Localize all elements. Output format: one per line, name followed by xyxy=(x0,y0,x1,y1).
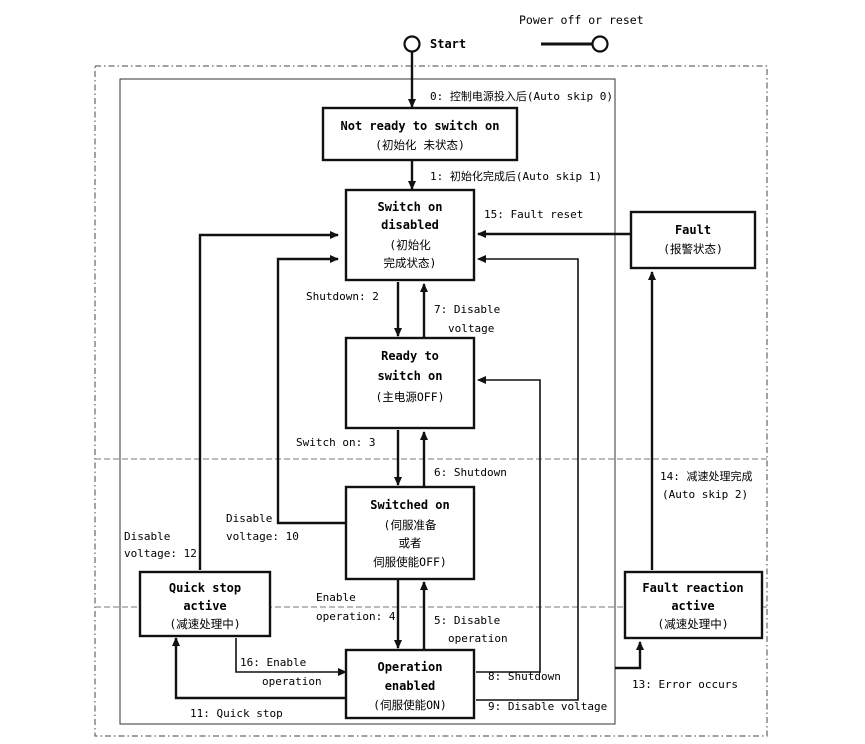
state-subtitle: (减速处理中) xyxy=(169,617,240,631)
state-fault-reaction-active: Fault reaction active (减速处理中) xyxy=(623,570,764,640)
transition-label-7b: voltage xyxy=(448,322,494,335)
state-subtitle: (伺服使能ON) xyxy=(373,698,447,712)
state-title: Fault xyxy=(675,223,711,237)
transition-label-4b: operation: 4 xyxy=(316,610,396,623)
arrow-t8 xyxy=(476,376,541,673)
arrow-t16 xyxy=(235,638,347,676)
transition-label-1: 1: 初始化完成后(Auto skip 1) xyxy=(430,169,602,183)
state-title-line1: Switch on xyxy=(377,200,442,214)
transition-label-9: 9: Disable voltage xyxy=(488,700,607,713)
transition-label-0: 0: 控制电源投入后(Auto skip 0) xyxy=(430,89,613,103)
transition-label-15: 15: Fault reset xyxy=(484,208,583,221)
transition-label-12b: voltage: 12 xyxy=(124,547,197,560)
transition-label-8: 8: Shutdown xyxy=(488,670,561,683)
state-subtitle-line1: (初始化 xyxy=(389,238,431,252)
state-ready-to-switch-on: Ready to switch on (主电源OFF) xyxy=(344,336,476,430)
legend-end-node-icon xyxy=(591,35,609,53)
arrow-t10 xyxy=(276,255,348,525)
legend-text: Power off or reset xyxy=(519,13,644,27)
state-title-line1: Fault reaction xyxy=(642,581,743,595)
state-switched-on: Switched on (伺服准备 或者 伺服使能OFF) xyxy=(344,485,476,581)
state-operation-enabled: Operation enabled (伺服使能ON) xyxy=(344,648,476,720)
transition-label-3: Switch on: 3 xyxy=(296,436,375,449)
inner-frame xyxy=(119,78,616,725)
state-subtitle-line2: 完成状态) xyxy=(384,256,437,270)
transition-label-7a: 7: Disable xyxy=(434,303,500,316)
state-fault: Fault (报警状态) xyxy=(629,210,757,270)
transition-label-5a: 5: Disable xyxy=(434,614,500,627)
arrow-t11 xyxy=(172,637,348,700)
state-title: Not ready to switch on xyxy=(341,119,500,133)
transition-label-5b: operation xyxy=(448,632,508,645)
transition-label-16b: operation xyxy=(262,675,322,688)
state-title-line1: Quick stop xyxy=(169,581,241,595)
state-subtitle: (报警状态) xyxy=(663,242,723,256)
state-subtitle: (初始化 未状态) xyxy=(375,138,465,152)
state-subtitle: (主电源OFF) xyxy=(375,390,444,404)
transition-label-10b: voltage: 10 xyxy=(226,530,299,543)
transition-label-2: Shutdown: 2 xyxy=(306,290,379,303)
state-subtitle: (减速处理中) xyxy=(657,617,728,631)
transition-label-16a: 16: Enable xyxy=(240,656,306,669)
transition-label-4a: Enable xyxy=(316,591,356,604)
arrow-t12 xyxy=(198,231,339,570)
state-title-line2: switch on xyxy=(377,369,442,383)
state-switch-on-disabled: Switch on disabled (初始化 完成状态) xyxy=(344,188,476,282)
state-subtitle-line1: (伺服准备 xyxy=(384,518,437,532)
state-subtitle-line2: 或者 xyxy=(399,536,422,550)
arrow-t13 xyxy=(615,641,644,670)
state-title-line1: Operation xyxy=(377,660,442,674)
state-title-line2: disabled xyxy=(381,218,439,232)
state-title: Switched on xyxy=(370,498,449,512)
state-quick-stop-active: Quick stop active (减速处理中) xyxy=(138,570,272,638)
transition-label-12a: Disable xyxy=(124,530,170,543)
state-title-line2: enabled xyxy=(385,679,436,693)
transition-label-10a: Disable xyxy=(226,512,272,525)
state-title-line1: Ready to xyxy=(381,349,439,363)
transition-label-6: 6: Shutdown xyxy=(434,466,507,479)
transition-label-14b: (Auto skip 2) xyxy=(662,488,748,501)
state-subtitle-line3: 伺服使能OFF) xyxy=(373,555,447,569)
start-node-icon xyxy=(403,35,421,53)
transition-label-11: 11: Quick stop xyxy=(190,707,283,720)
transition-label-13: 13: Error occurs xyxy=(632,678,738,691)
state-title-line2: active xyxy=(183,599,226,613)
state-title-line2: active xyxy=(671,599,714,613)
start-label: Start xyxy=(430,37,466,51)
transition-label-14a: 14: 减速处理完成 xyxy=(660,469,753,483)
state-not-ready-to-switch-on: Not ready to switch on (初始化 未状态) xyxy=(321,106,519,162)
outer-frame xyxy=(94,65,768,737)
arrow-t9 xyxy=(476,255,579,701)
